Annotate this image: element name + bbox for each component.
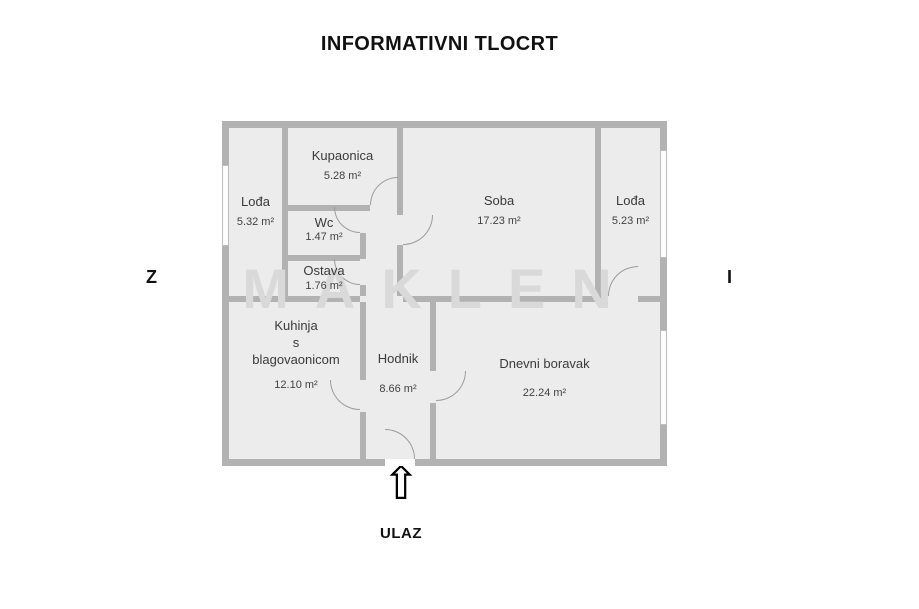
room-label-hodnik: Hodnik 8.66 m²	[366, 350, 430, 395]
wall-kuhinja-hodnik-top	[360, 302, 366, 380]
wall-ostava-hall	[360, 285, 366, 296]
wall-outer-bottom	[222, 459, 667, 466]
wall-kuhinja-hodnik-bottom	[360, 412, 366, 459]
wall-outer-left	[222, 121, 229, 466]
room-area: 1.47 m²	[305, 231, 343, 243]
page-title: INFORMATIVNI TLOCRT	[320, 33, 559, 55]
room-area: 12.10 m²	[274, 379, 318, 391]
room-label-soba: Soba 17.23 m²	[403, 192, 595, 227]
room-area: 8.66 m²	[379, 383, 417, 395]
room-label-kupaonica: Kupaonica 5.28 m²	[288, 147, 397, 182]
door-arc-lodja-right	[608, 266, 638, 296]
window-lodja-right	[660, 150, 667, 258]
room-label-wc: Wc 1.47 m²	[288, 214, 360, 243]
room-label-dnevni-boravak: Dnevni boravak 22.24 m²	[436, 355, 653, 399]
room-area: 5.28 m²	[323, 170, 362, 182]
room-name: Soba	[483, 193, 515, 208]
room-name: Wc	[314, 215, 334, 230]
wall-soba-lodja-right	[595, 128, 601, 296]
compass-east-label: I	[727, 267, 733, 287]
wall-hall-soba	[397, 245, 403, 296]
wall-hodnik-dnevni-bottom	[430, 403, 436, 459]
entrance-label: ULAZ	[380, 525, 422, 542]
entrance-arrow-icon: ⇧	[381, 456, 421, 510]
wall-divider-left	[229, 296, 360, 302]
room-name: Lođa	[241, 194, 270, 209]
room-name: Dnevni boravak	[499, 356, 590, 371]
wall-divider-center	[403, 296, 595, 302]
window-dnevni	[660, 330, 667, 425]
room-area: 5.23 m²	[611, 215, 650, 227]
room-label-lodja-right: Lođa 5.23 m²	[601, 192, 660, 227]
wall-outer-right	[660, 121, 667, 466]
room-area: 5.32 m²	[236, 216, 275, 228]
room-name: Kuhinja s blagovaonicom	[252, 318, 340, 367]
wall-divider-right-b	[638, 296, 660, 302]
wall-wc-hall	[360, 233, 366, 259]
room-label-lodja-left: Lođa 5.32 m²	[229, 193, 282, 228]
room-area: 1.76 m²	[305, 280, 343, 292]
window-lodja-left	[222, 165, 229, 246]
wall-divider-right-a	[595, 296, 608, 302]
wall-lodja-left	[282, 128, 288, 296]
wall-wc-ostava	[282, 255, 360, 261]
door-arc-entrance	[385, 429, 415, 459]
floor-plan: Lođa 5.32 m² Kupaonica 5.28 m² Wc 1.47 m…	[222, 121, 667, 466]
wall-kupaonica-soba	[397, 128, 403, 215]
room-name: Hodnik	[377, 351, 419, 366]
wall-hodnik-dnevni-top	[430, 302, 436, 371]
room-area: 22.24 m²	[522, 387, 567, 399]
room-name: Lođa	[616, 193, 645, 208]
wall-outer-top	[222, 121, 667, 128]
entrance-opening	[385, 459, 415, 466]
room-area: 17.23 m²	[477, 215, 521, 227]
room-name: Kupaonica	[311, 148, 374, 163]
room-label-ostava: Ostava 1.76 m²	[288, 262, 360, 292]
room-label-kuhinja: Kuhinja s blagovaonicom 12.10 m²	[232, 317, 360, 391]
room-name: Ostava	[303, 263, 345, 278]
wall-kupaonica-wc	[282, 205, 370, 211]
compass-west-label: Z	[146, 267, 157, 287]
